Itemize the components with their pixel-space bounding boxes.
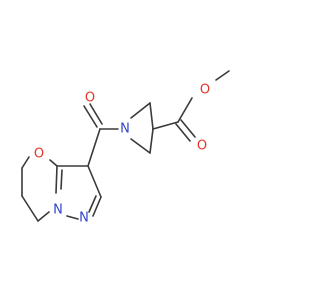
- bond: [21, 195, 39, 222]
- bond: [87, 165, 102, 198]
- atom-labels: O O O O N N N: [34, 83, 210, 226]
- bond: [130, 138, 151, 154]
- bond: [149, 128, 154, 154]
- bond: [149, 102, 154, 130]
- bond: [180, 119, 196, 138]
- bond: [66, 215, 79, 220]
- bond: [88, 195, 97, 213]
- bond-group: [21, 70, 230, 222]
- oxygen-atom-label: O: [34, 147, 44, 162]
- bond: [49, 159, 58, 167]
- nitrogen-atom-label: N: [53, 203, 63, 218]
- bond: [55, 165, 58, 194]
- bond: [215, 70, 230, 81]
- bond: [21, 156, 30, 169]
- bond: [87, 128, 101, 167]
- oxygen-atom-label: O: [197, 139, 207, 154]
- bond: [92, 196, 102, 217]
- bond: [152, 121, 179, 130]
- bond: [130, 102, 151, 119]
- bond: [37, 211, 50, 222]
- oxygen-atom-label: O: [85, 91, 95, 106]
- oxygen-atom-label: O: [200, 83, 210, 98]
- bond: [177, 97, 193, 123]
- bond: [60, 169, 63, 190]
- bond: [83, 105, 98, 128]
- molecule-structure: O O O O N N N: [21, 70, 230, 226]
- nitrogen-atom-label: N: [120, 122, 130, 137]
- nitrogen-atom-label: N: [79, 211, 89, 226]
- bond: [89, 103, 103, 125]
- bond: [175, 123, 191, 142]
